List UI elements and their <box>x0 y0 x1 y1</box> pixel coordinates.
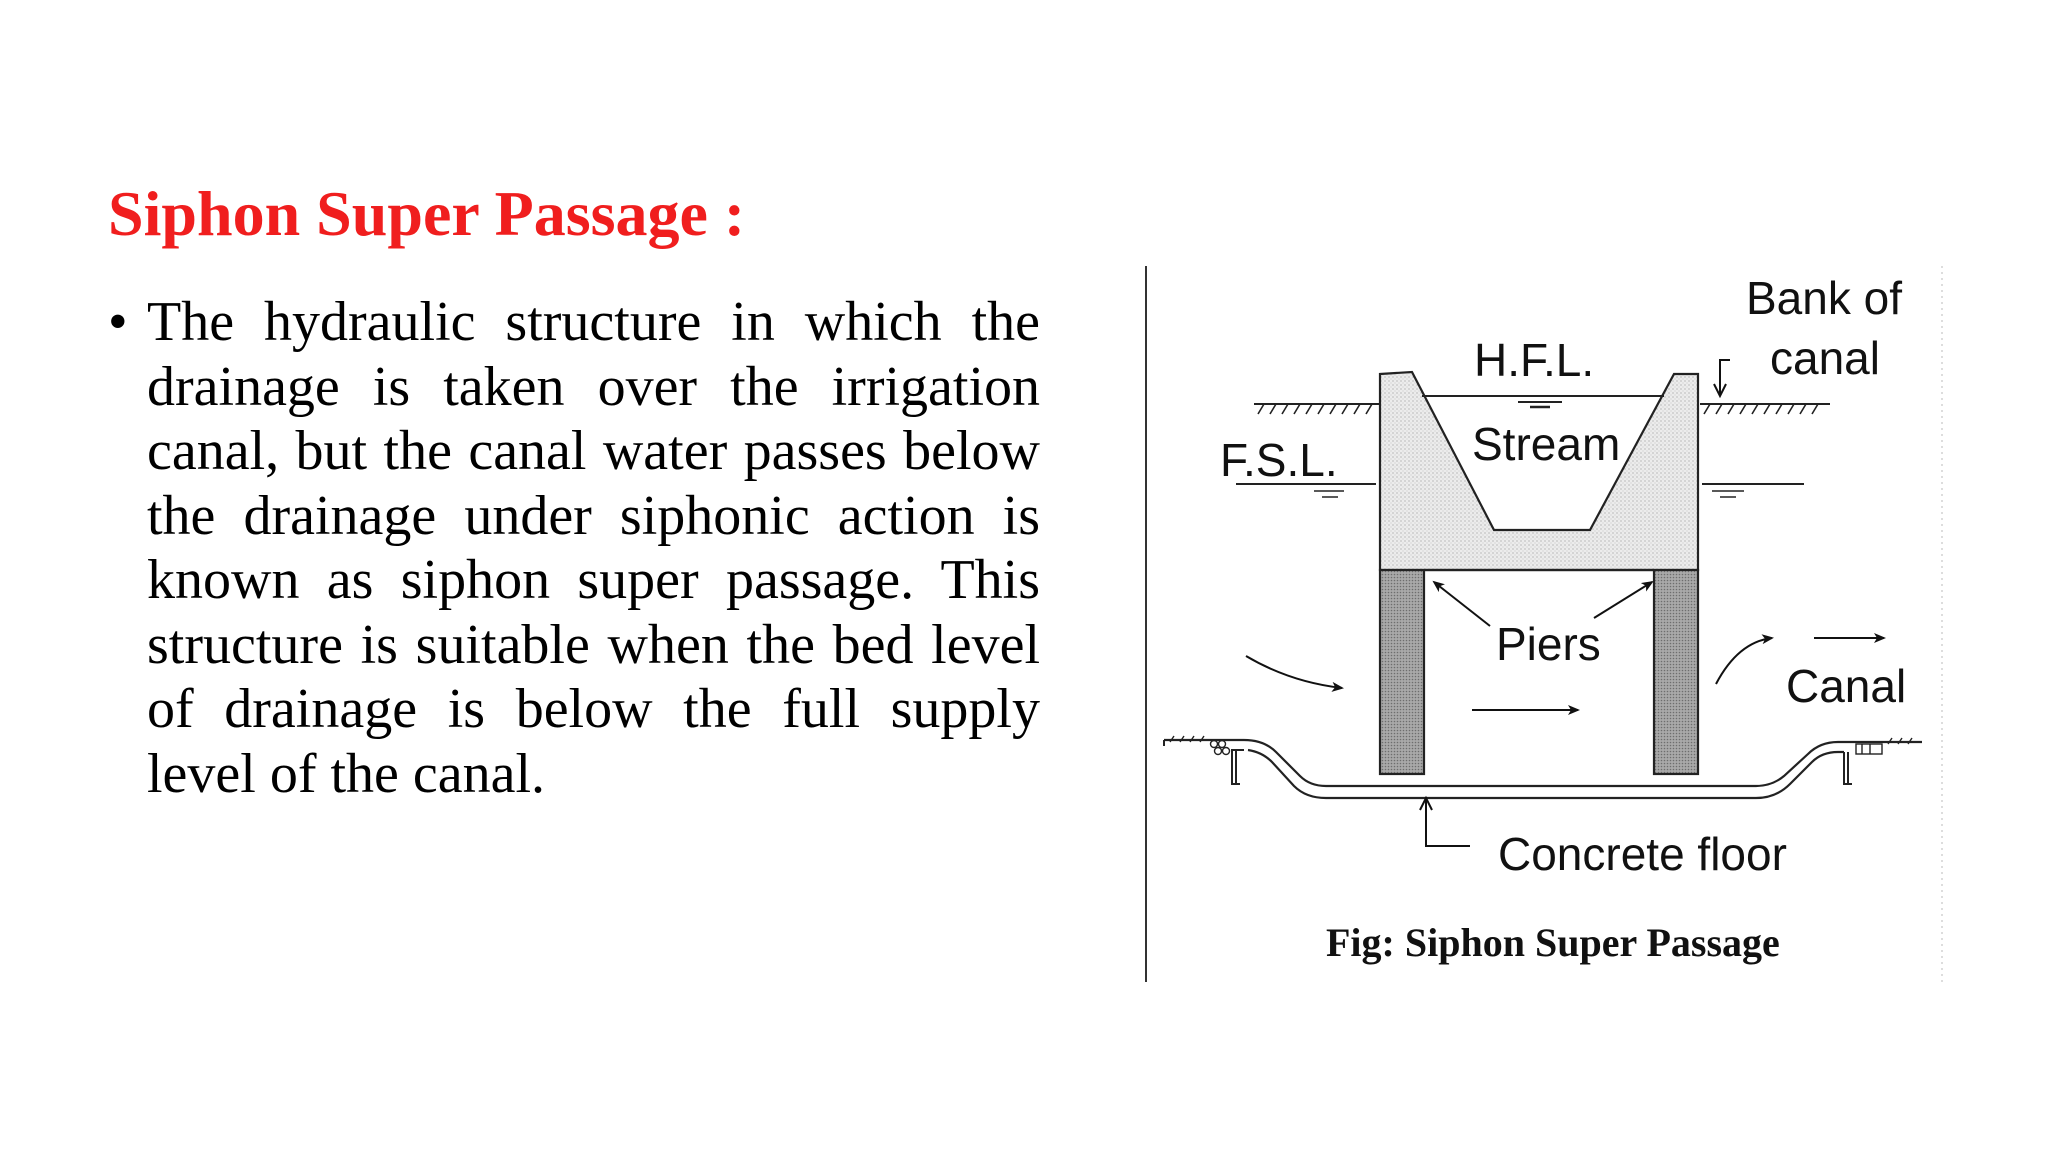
right-pier <box>1652 568 1700 776</box>
label-stream: Stream <box>1472 418 1620 470</box>
bank-leader-line <box>1719 359 1730 394</box>
piers-leader-right <box>1593 580 1654 619</box>
floor-leader-line <box>1425 800 1470 847</box>
concrete-floor-top <box>1164 738 1922 788</box>
bullet-text: The hydraulic structure in which the dra… <box>147 291 1040 805</box>
left-bank-ground <box>1254 403 1380 415</box>
label-canal-bank: canal <box>1770 332 1880 384</box>
label-bank-of: Bank of <box>1746 272 1902 324</box>
piers-leader-left <box>1432 580 1491 627</box>
figure-caption: Fig: Siphon Super Passage <box>1326 920 1780 965</box>
siphon-super-passage-figure: Bank of canal H.F.L. F.S.L. Stream Piers… <box>1144 264 1946 984</box>
siphon-diagram: Bank of canal H.F.L. F.S.L. Stream Piers… <box>1145 266 1943 982</box>
gravel-right <box>1855 737 1913 755</box>
left-pier <box>1378 568 1426 776</box>
label-hfl: H.F.L. <box>1474 334 1594 386</box>
bullet-dot: • <box>108 291 128 353</box>
gravel-left <box>1169 735 1231 756</box>
slide-title: Siphon Super Passage : <box>108 178 746 249</box>
fsl-water-left <box>1236 483 1376 498</box>
concrete-floor-bottom <box>1247 748 1844 800</box>
right-bank-ground <box>1700 403 1830 415</box>
label-fsl: F.S.L. <box>1220 434 1338 486</box>
label-piers: Piers <box>1496 618 1601 670</box>
outflow-arrow <box>1715 634 1774 685</box>
fsl-water-right <box>1702 483 1804 498</box>
label-concrete-floor: Concrete floor <box>1498 828 1787 880</box>
hfl-water-surface <box>1422 395 1664 409</box>
inflow-arrow <box>1245 655 1344 692</box>
label-canal: Canal <box>1786 660 1906 712</box>
bullet-item: • The hydraulic structure in which the d… <box>108 290 1040 806</box>
